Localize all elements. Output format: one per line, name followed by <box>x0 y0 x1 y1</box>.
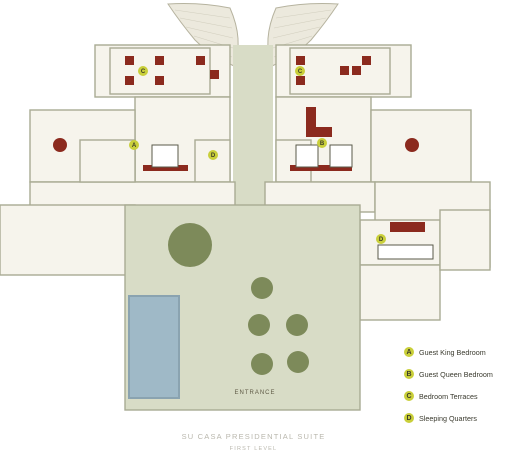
beds <box>151 144 434 260</box>
badge-letter: A <box>132 143 137 149</box>
plan-subtitle: FIRST LEVEL <box>229 446 278 452</box>
legend-item: B Guest Queen Bedroom <box>404 368 507 380</box>
entrance-label: ENTRANCE <box>234 390 276 396</box>
plan-title: SU CASA PRESIDENTIAL SUITE <box>181 432 326 441</box>
legend-badge: B <box>404 369 414 379</box>
legend-label: Bedroom Terraces <box>419 391 478 401</box>
legend-item: D Sleeping Quarters <box>404 412 507 424</box>
badge-letter: D <box>379 237 384 243</box>
legend-item: C Bedroom Terraces <box>404 390 507 402</box>
legend-item: A Guest King Bedroom <box>404 346 507 358</box>
legend-label: Sleeping Quarters <box>419 413 477 423</box>
furniture <box>53 56 425 232</box>
trees <box>168 223 309 375</box>
badge-letter: C <box>141 69 146 75</box>
pool <box>128 295 180 399</box>
legend-label: Guest King Bedroom <box>419 347 486 357</box>
legend-badge: A <box>404 347 414 357</box>
legend-badge: D <box>404 413 414 423</box>
badge-letter: B <box>320 141 325 147</box>
badge-letter: D <box>211 153 216 159</box>
badge-letter: C <box>298 69 303 75</box>
legend-badge: C <box>404 391 414 401</box>
room-badges <box>129 66 386 244</box>
legend: A Guest King Bedroom B Guest Queen Bedro… <box>404 346 507 434</box>
legend-label: Guest Queen Bedroom <box>419 369 493 379</box>
